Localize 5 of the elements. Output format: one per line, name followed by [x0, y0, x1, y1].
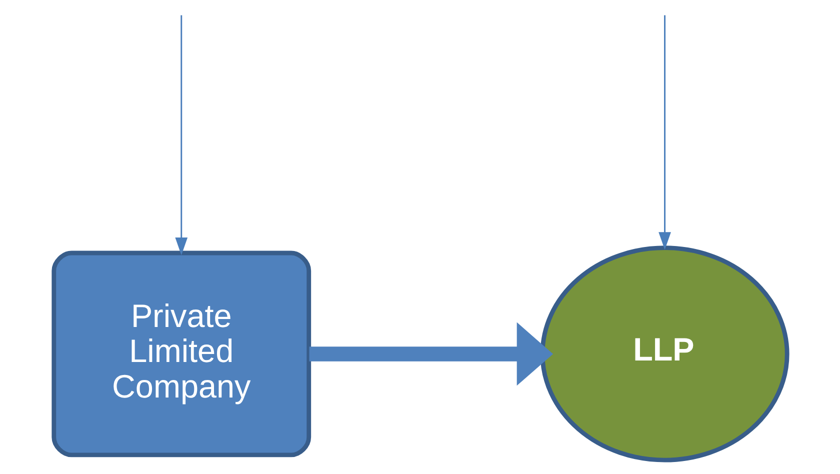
node-ellipse: LLP	[540, 246, 789, 462]
arrow	[174, 15, 188, 256]
node-box: Private Limited Company	[51, 250, 311, 458]
arrow	[658, 15, 670, 250]
arrow	[308, 322, 553, 386]
